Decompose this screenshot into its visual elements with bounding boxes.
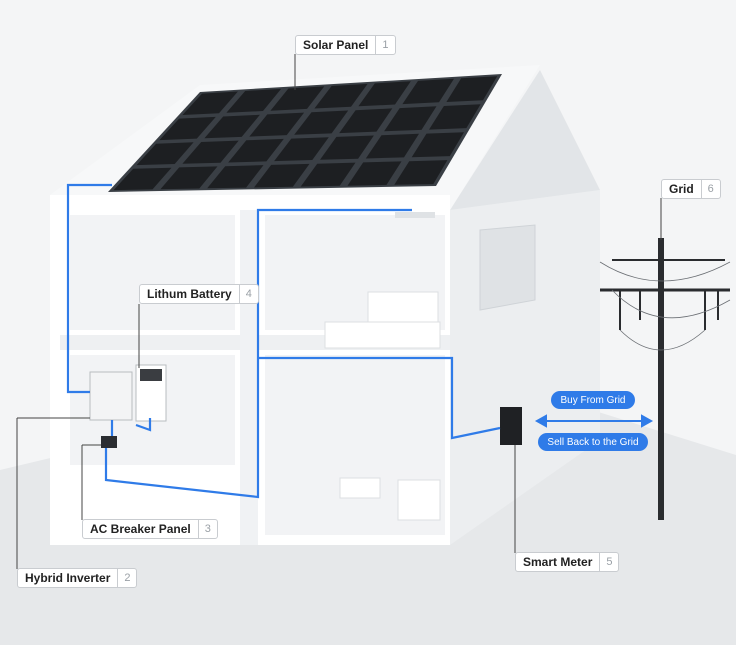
callout-lithium-battery: Lithum Battery 4 [139, 284, 259, 304]
callout-label: Lithum Battery [140, 285, 240, 303]
lithium-battery-stripe [140, 369, 162, 381]
callout-grid: Grid 6 [661, 179, 721, 199]
side-window [480, 225, 535, 310]
hybrid-inverter [90, 372, 132, 420]
callout-number: 4 [240, 285, 258, 303]
ac-breaker-panel [101, 436, 117, 448]
smart-meter [500, 407, 522, 445]
callout-number: 2 [118, 569, 136, 587]
callout-label: Solar Panel [296, 36, 376, 54]
bed-headboard [368, 292, 438, 322]
room-upper-left [70, 215, 235, 330]
callout-number: 1 [376, 36, 394, 54]
callout-solar-panel: Solar Panel 1 [295, 35, 396, 55]
table [340, 478, 380, 498]
ceiling-light [395, 212, 435, 218]
buy-from-grid-pill: Buy From Grid [551, 391, 635, 409]
sofa [398, 480, 440, 520]
callout-label: AC Breaker Panel [83, 520, 199, 538]
callout-label: Grid [662, 180, 702, 198]
callout-label: Smart Meter [516, 553, 600, 571]
callout-number: 3 [199, 520, 217, 538]
callout-hybrid-inverter: Hybrid Inverter 2 [17, 568, 137, 588]
bed [325, 322, 440, 348]
callout-label: Hybrid Inverter [18, 569, 118, 587]
callout-number: 5 [600, 553, 618, 571]
sell-to-grid-pill: Sell Back to the Grid [538, 433, 648, 451]
callout-number: 6 [702, 180, 720, 198]
callout-smart-meter: Smart Meter 5 [515, 552, 619, 572]
callout-ac-breaker: AC Breaker Panel 3 [82, 519, 218, 539]
